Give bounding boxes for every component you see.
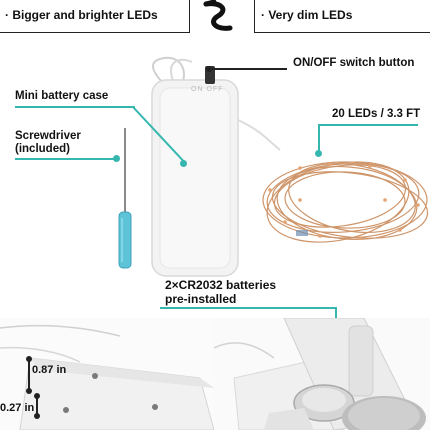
battery-case-label: Mini battery case — [15, 90, 109, 102]
screwdriver-pointer-line — [15, 158, 115, 160]
dimension-side-dot-b — [34, 413, 40, 419]
dimension-top-dot-b — [26, 388, 32, 394]
product-photo — [118, 56, 429, 277]
leds-pointer-dot — [315, 150, 322, 157]
switch-pointer-line — [212, 68, 287, 70]
switch-pointer-dot — [206, 66, 212, 72]
battery-case-pointer-dot — [180, 160, 187, 167]
dimension-top-dot-a — [26, 356, 32, 362]
batteries-label: 2×CR2032 batteries pre-installed — [165, 278, 277, 306]
comparison-left-text: · Bigger and brighter LEDs — [5, 7, 158, 22]
bottom-right-photo — [214, 318, 430, 430]
leds-pointer-drop — [318, 124, 320, 152]
dimension-top-label: 0.87 in — [32, 364, 67, 376]
comparison-right-text: · Very dim LEDs — [261, 7, 353, 22]
dimension-side-line — [36, 396, 38, 416]
screwdriver-pointer-dot — [113, 155, 120, 162]
case-switch-text: ON OFF — [191, 86, 224, 93]
curly-arrow-icon — [203, 0, 233, 31]
dimension-side-label: 0.27 in — [0, 402, 35, 414]
switch-label: ON/OFF switch button — [293, 57, 415, 69]
batteries-pointer-line — [160, 307, 336, 309]
bottom-left-photo — [0, 318, 214, 430]
comparison-box-right: · Very dim LEDs — [254, 0, 430, 33]
dimension-side-dot-a — [34, 393, 40, 399]
leds-pointer-line — [318, 124, 418, 126]
leds-label: 20 LEDs / 3.3 FT — [332, 108, 421, 120]
battery-case-pointer-h — [15, 106, 135, 108]
comparison-box-left: · Bigger and brighter LEDs — [0, 0, 190, 33]
dimension-top-line — [28, 360, 30, 390]
screwdriver-label: Screwdriver (included) — [15, 130, 81, 155]
